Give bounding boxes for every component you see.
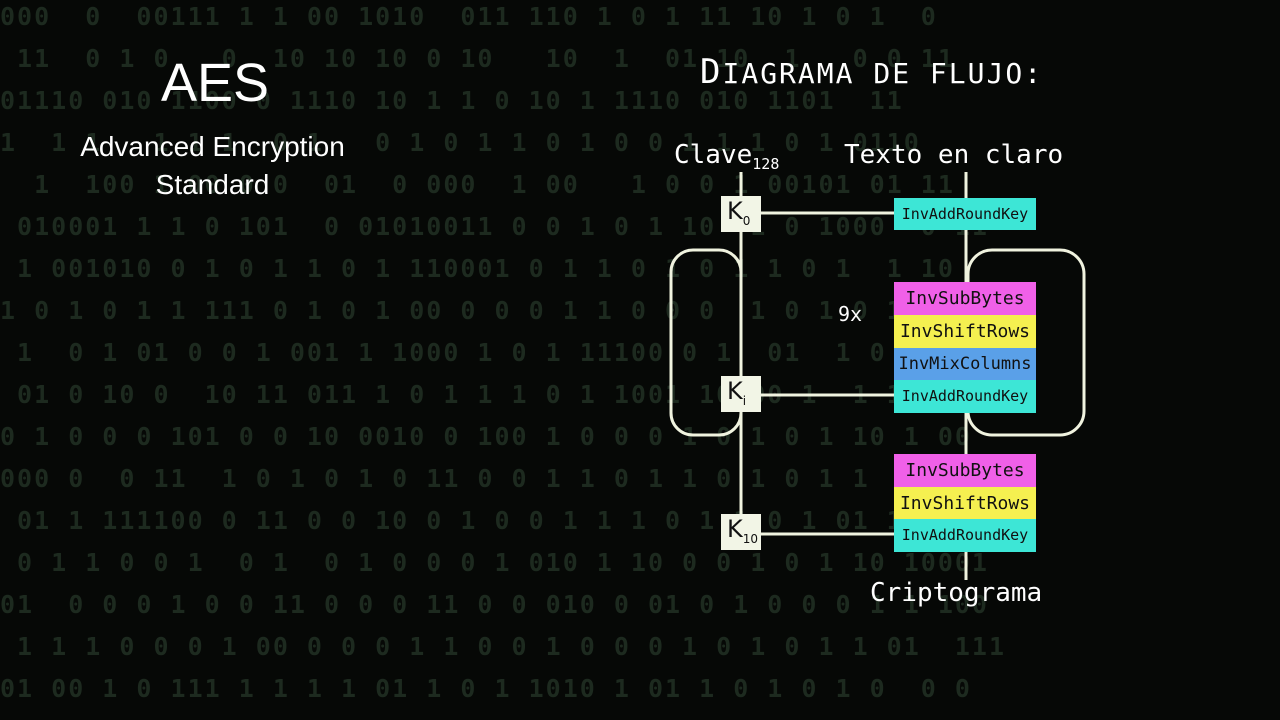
- aes-subtitle-line2: Standard: [155, 169, 270, 200]
- key-box-sub: 0: [742, 213, 751, 228]
- flowchart-title-initial: D: [700, 52, 723, 92]
- plaintext-label: Texto en claro: [844, 140, 1064, 170]
- stage-box-invsubbytes: InvSubBytes: [894, 454, 1036, 487]
- binary-line: 0 1 1 0 0 1 0 1 0 1 0 0 0 1 010 1 10 0 0…: [0, 548, 989, 577]
- key-box-main: K: [727, 515, 743, 543]
- binary-line: 1 1 1 0 0 0 1 00 0 0 0 1 1 0 0 1 0 0 0 1…: [0, 632, 1007, 661]
- aes-subtitle-line1: Advanced Encryption: [80, 131, 345, 162]
- key-box-k0: K0: [721, 196, 761, 232]
- key-box-sub: i: [742, 393, 747, 408]
- key-label: Clave128: [674, 140, 779, 173]
- key-box-k10: K10: [721, 514, 761, 550]
- flowchart-title-rest: IAGRAMA DE FLUJO:: [722, 57, 1044, 90]
- key-box-sub: 10: [742, 531, 759, 546]
- ciphertext-label: Criptograma: [870, 578, 1043, 608]
- binary-line: 1 1 1 1 1 1 0 1 0 1 0 1 1 0 1 0 0 1 1 1 …: [0, 128, 921, 157]
- binary-line: 1 100 1 00 0 0 01 0 000 1 00 1 0 0 1 001…: [0, 170, 955, 199]
- key-loop: [669, 248, 743, 437]
- binary-line: 11 0 1 0 0 10 10 10 0 10 10 1 01 10 1 0 …: [0, 44, 955, 73]
- stage-box-invmixcolumns: InvMixColumns: [894, 348, 1036, 381]
- key-box-main: K: [727, 377, 743, 405]
- binary-line: 01 00 1 0 111 1 1 1 1 01 1 0 1 1010 1 01…: [0, 674, 972, 703]
- binary-line: 0 1 0 0 0 101 0 0 10 0010 0 100 1 0 0 0 …: [0, 422, 972, 451]
- key-label-sub: 128: [752, 155, 780, 174]
- key-box-ki: Ki: [721, 376, 761, 412]
- key-label-text: Clave: [674, 140, 753, 170]
- aes-subtitle: Advanced Encryption Standard: [40, 128, 385, 204]
- stage-box-invsubbytes: InvSubBytes: [894, 282, 1036, 315]
- binary-line: 01 1 111100 0 11 0 0 10 0 1 0 0 1 1 1 0 …: [0, 506, 972, 535]
- stage-box-invshiftrows: InvShiftRows: [894, 487, 1036, 520]
- key-box-main: K: [727, 197, 743, 225]
- binary-line: 1 001010 0 1 0 1 1 0 1 110001 0 1 1 0 1 …: [0, 254, 955, 283]
- binary-line: 010001 1 1 0 101 0 01010011 0 0 1 0 1 10…: [0, 212, 989, 241]
- binary-line: 01 0 0 0 1 0 0 11 0 0 0 11 0 0 010 0 01 …: [0, 590, 989, 619]
- flowchart-title: DIAGRAMA DE FLUJO:: [700, 52, 1043, 92]
- stage-box-invaddroundkey: InvAddRoundKey: [894, 519, 1036, 552]
- repeat-label: 9x: [838, 302, 863, 326]
- binary-line: 01110 010 1100 0 1110 10 1 1 0 10 1 1110…: [0, 86, 904, 115]
- stage-box-invaddroundkey: InvAddRoundKey: [894, 380, 1036, 413]
- aes-title: AES: [160, 53, 270, 113]
- binary-line: 1 0 1 0 1 1 111 0 1 0 1 00 0 0 0 1 1 0 0…: [0, 296, 989, 325]
- stage-box-invaddroundkey: InvAddRoundKey: [894, 198, 1036, 230]
- binary-line: 000 0 00111 1 1 00 1010 011 110 1 0 1 11…: [0, 2, 938, 31]
- stage-box-invshiftrows: InvShiftRows: [894, 315, 1036, 348]
